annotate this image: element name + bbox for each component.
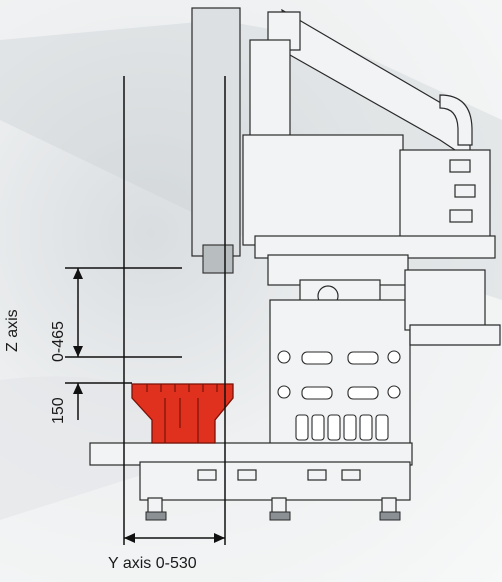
dimension-lines <box>65 76 226 545</box>
machine-feet <box>145 511 401 521</box>
z-axis-label: Z axis <box>4 309 21 352</box>
z-axis-range-label: 0-465 <box>50 321 67 362</box>
table-height-label: 150 <box>50 397 67 424</box>
machine-base <box>89 442 413 515</box>
y-axis-label: Y axis 0-530 <box>108 555 197 572</box>
workpiece <box>131 383 234 444</box>
column-details <box>277 350 401 441</box>
dimension-arrows <box>73 268 225 543</box>
spindle-head <box>191 7 241 274</box>
machine-frame <box>242 8 501 446</box>
